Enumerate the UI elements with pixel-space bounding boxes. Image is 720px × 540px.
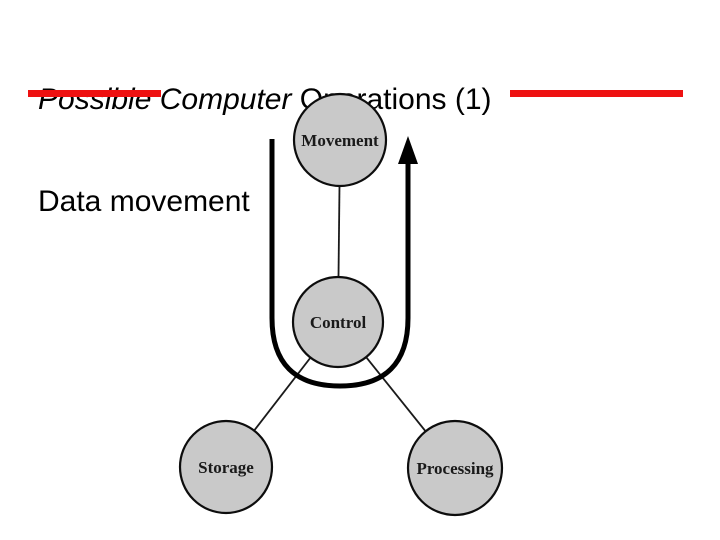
slide-title-italic-part: Possible Computer (38, 83, 300, 116)
control-node-label: Control (310, 313, 367, 332)
movement-node (292, 92, 388, 188)
control-node (291, 275, 385, 369)
loop-arrowhead-icon (398, 136, 418, 164)
storage-node (178, 419, 274, 515)
red-underline-right (510, 90, 683, 97)
movement-node-label: Movement (301, 131, 379, 150)
processing-node-label: Processing (416, 459, 494, 478)
storage-node-label: Storage (198, 458, 254, 477)
slide-title-block: Possible Computer Operations (1) Data mo… (38, 15, 492, 253)
red-underline-left (28, 90, 161, 97)
slide-subtitle: Data movement (38, 185, 250, 218)
loop-arrow-path (269, 139, 411, 389)
processing-node (406, 419, 504, 517)
slide-title: Possible Computer Operations (1) (38, 83, 492, 117)
